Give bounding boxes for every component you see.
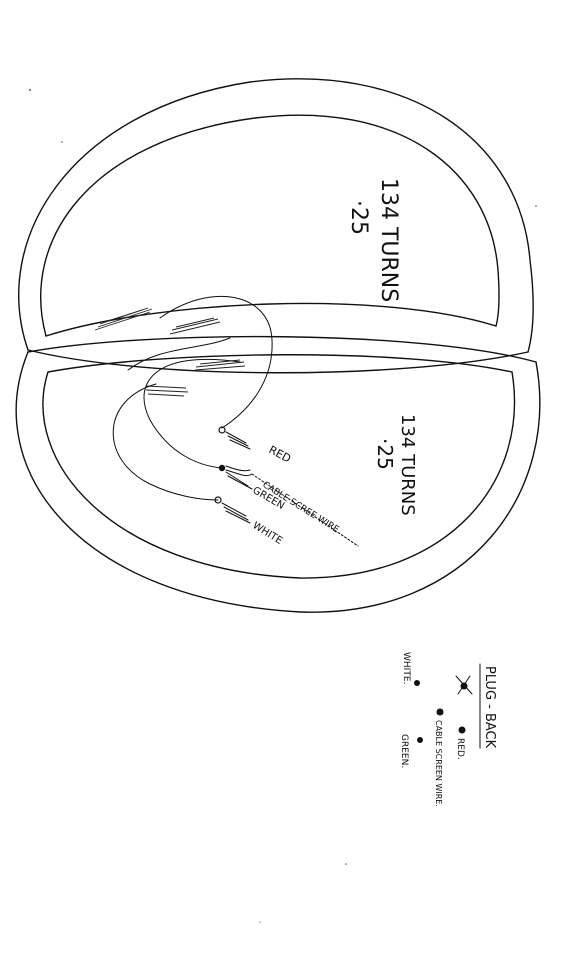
- scan-specks: [29, 89, 537, 923]
- pin-cable-screen-dot: [436, 708, 444, 716]
- upper-coil-outer-edge: [18, 78, 534, 353]
- pin-label-cable-screen: CABLE SCREEN WIRE.: [434, 720, 443, 807]
- pin-green-dot: [417, 737, 423, 743]
- cable-screen-terminal: [218, 464, 359, 547]
- label-red: RED: [267, 443, 293, 465]
- hatch-upper-center: [169, 317, 221, 335]
- label-white: WHITE: [250, 520, 284, 547]
- upper-coil-inner-edge: [40, 114, 500, 337]
- lower-coil-inner-rim: [47, 354, 513, 373]
- upper-coil-annotation: 134 TURNS ·25: [346, 178, 401, 302]
- lower-coil-turns: 134 TURNS: [397, 414, 418, 516]
- cable-screen-lead: [143, 358, 241, 469]
- upper-coil-turns: 134 TURNS: [376, 178, 401, 302]
- inner-lead: [127, 337, 231, 371]
- lower-coil: [15, 335, 541, 613]
- pin-marks: [414, 675, 473, 743]
- upper-coil: [18, 78, 534, 374]
- lower-coil-annotation: 134 TURNS ·25: [373, 414, 418, 516]
- pin-label-white: WHITE.: [401, 652, 411, 684]
- upper-coil-gauge: ·25: [346, 200, 371, 235]
- lower-coil-inner-edge: [42, 371, 516, 579]
- hatch-lower-left: [145, 385, 189, 397]
- plug-back-legend: PLUG - BACK RED. CABLE SCREEN WIRE. WHIT…: [399, 652, 497, 807]
- green-terminal: [214, 496, 251, 524]
- hatch-upper-left: [94, 307, 153, 331]
- coil-leads: [112, 295, 359, 547]
- upper-coil-rim-back: [45, 302, 497, 337]
- pin-white-dot: [414, 680, 420, 686]
- lower-coil-outer-edge: [15, 351, 541, 613]
- lower-coil-gauge: ·25: [373, 438, 397, 470]
- wire-labels: RED CABLE SCREE WIRE GREEN WHITE: [250, 443, 340, 547]
- plug-back-title: PLUG - BACK: [482, 666, 497, 749]
- green-lead: [112, 383, 219, 501]
- pin-red-dot: [458, 726, 466, 734]
- winding-hatches: [94, 307, 246, 397]
- pin-label-green: GREEN.: [399, 734, 409, 768]
- upper-coil-rim-front: [27, 349, 529, 374]
- pin-label-red: RED.: [455, 738, 465, 760]
- red-terminal: [218, 426, 251, 450]
- red-lead: [159, 295, 273, 429]
- label-cable-screen: CABLE SCREE WIRE: [260, 480, 340, 535]
- lower-coil-rim-back: [27, 335, 537, 363]
